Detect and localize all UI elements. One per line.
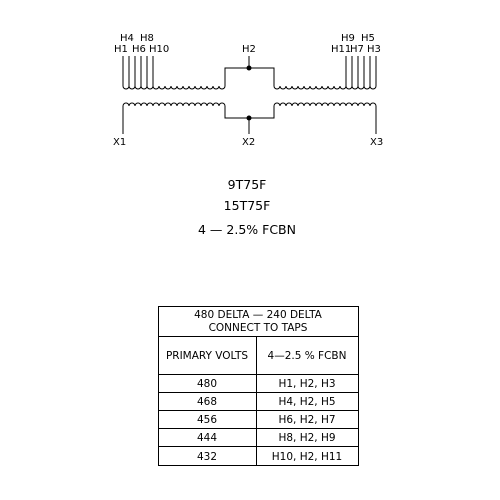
table-cell-taps: H10, H2, H11 [272,451,342,463]
table-cell-taps: H4, H2, H5 [278,396,335,408]
model-15t75f: 15T75F [224,198,271,213]
terminal-label-h4: H4 [120,33,134,44]
table-cell-volts: 480 [197,378,217,390]
table-cell-volts: 456 [197,414,217,426]
table-cell-volts: 468 [197,396,217,408]
table-title-line1: 480 DELTA — 240 DELTA [194,309,323,321]
secondary-coil-right [273,102,377,107]
secondary-coil-left [122,102,226,107]
terminal-label-h1: H1 [114,44,128,55]
terminal-label-h6: H6 [132,44,146,55]
terminal-label-h8: H8 [140,33,154,44]
table-cell-volts: 432 [197,451,217,463]
table-title-line2: CONNECT TO TAPS [209,322,308,334]
primary-winding [122,56,377,90]
terminal-label-h7: H7 [350,44,364,55]
terminal-label-h2: H2 [242,44,256,55]
table-header-taps: 4—2.5 % FCBN [268,350,347,362]
terminal-label-x1: X1 [113,137,126,148]
terminal-label-x2: X2 [242,137,255,148]
terminal-label-h10: H10 [149,44,169,55]
terminal-label-h5: H5 [361,33,375,44]
primary-coil-left [122,85,226,90]
tap-connection-table [158,306,359,466]
terminal-label-x3: X3 [370,137,383,148]
table-header-volts: PRIMARY VOLTS [166,350,248,362]
secondary-winding [122,102,377,134]
primary-coil-right [273,85,377,90]
table-cell-taps: H1, H2, H3 [278,378,335,390]
terminal-label-h9: H9 [341,33,355,44]
x2-junction [246,115,252,121]
terminal-label-h3: H3 [367,44,381,55]
table-cell-volts: 444 [197,432,217,444]
table-cell-taps: H8, H2, H9 [278,432,335,444]
tap-spec: 4 — 2.5% FCBN [198,222,296,237]
model-9t75f: 9T75F [228,177,267,192]
table-cell-taps: H6, H2, H7 [278,414,335,426]
h2-junction [246,65,252,71]
terminal-label-h11: H11 [331,44,351,55]
